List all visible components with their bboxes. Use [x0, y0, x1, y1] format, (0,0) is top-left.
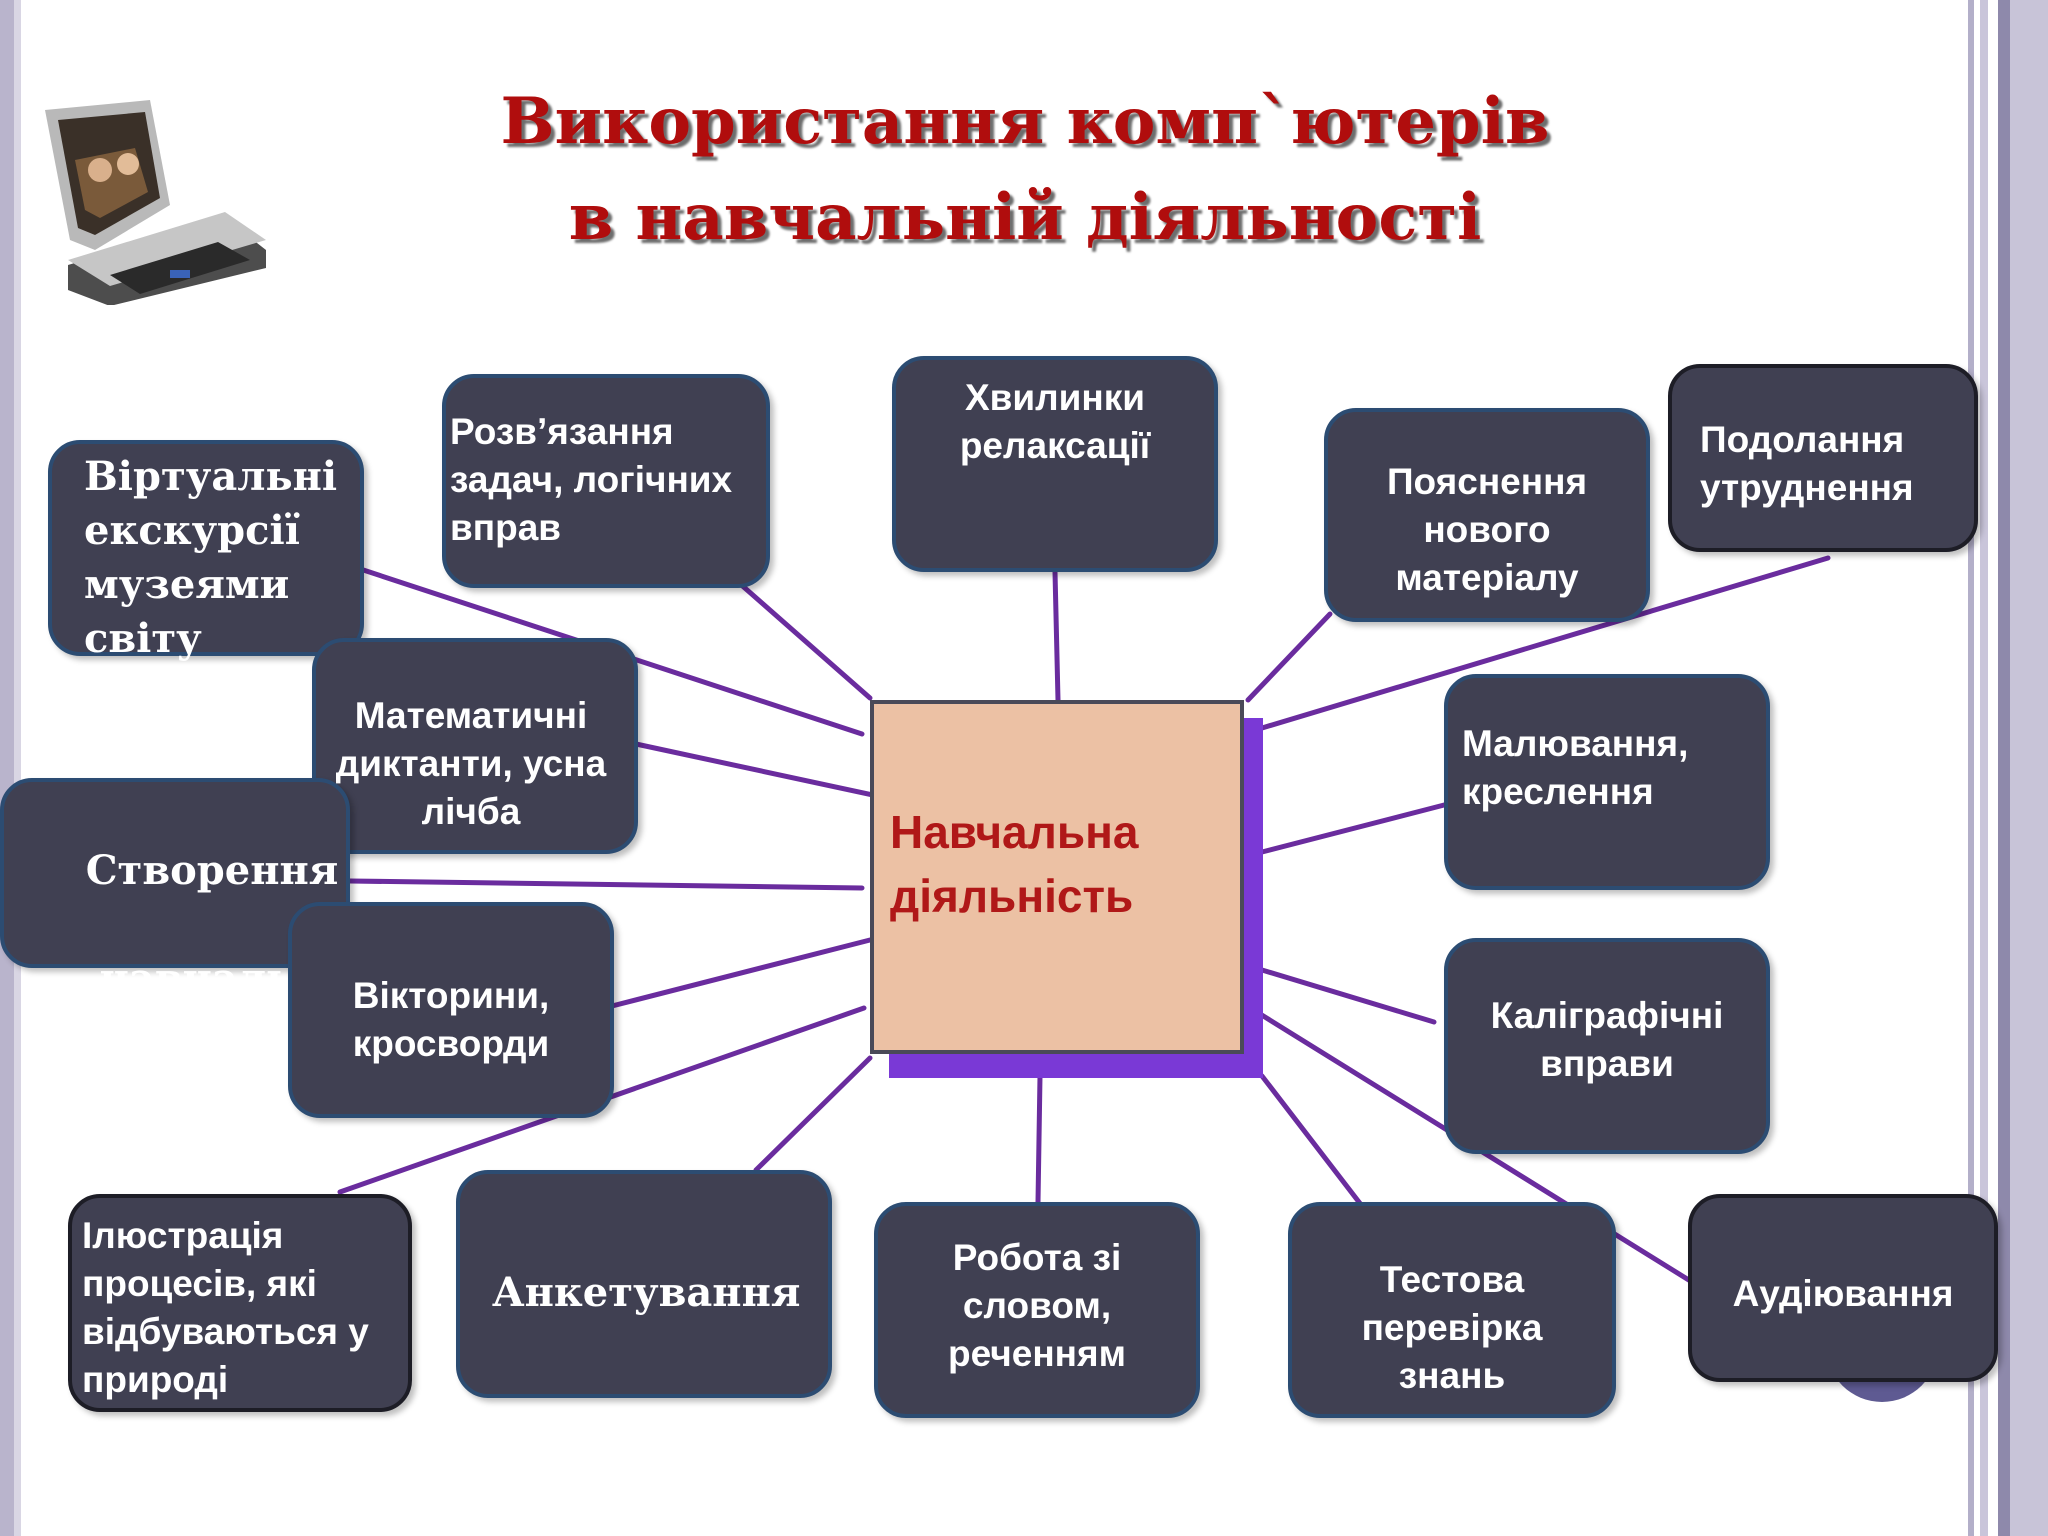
connector-overcoming: [1259, 555, 1831, 731]
node-text-line: Пояснення: [1386, 461, 1588, 502]
connector-testing: [1259, 1073, 1365, 1209]
connector-explanation: [1245, 611, 1333, 703]
node-word-work: Робота зі словом, реченням: [874, 1202, 1200, 1418]
node-text-line: вправ: [450, 507, 562, 548]
node-text-line: Тестова: [1379, 1259, 1525, 1300]
node-text-line: релаксації: [959, 425, 1151, 466]
node-problem-solving-text: Розв’язання задач, логічних вправ: [450, 408, 732, 552]
node-text-line: Створення: [85, 847, 339, 894]
node-text-line: процесів, які: [82, 1263, 317, 1304]
page-title: Використання комп`ютерів в навчальній ді…: [300, 74, 1750, 266]
laptop-icon: [40, 100, 275, 306]
node-drawing-text: Малювання, креслення: [1462, 720, 1688, 816]
node-text-line: реченням: [948, 1333, 1126, 1374]
node-text-line: Вікторини,: [352, 975, 550, 1016]
center-label: Навчальна діяльність: [890, 800, 1139, 928]
connector-relaxation: [1052, 569, 1061, 703]
node-text-line: перевірка: [1361, 1307, 1543, 1348]
node-overcoming: Подолання утруднення: [1668, 364, 1978, 552]
node-listening-text: Аудіювання: [1732, 1273, 1954, 1314]
node-text-line: утруднення: [1700, 467, 1914, 508]
node-text-line: музеями: [84, 561, 290, 608]
node-projects-text: Створення навчальних проектів: [30, 790, 376, 1168]
connector-projects: [347, 878, 865, 891]
node-relaxation-text: Хвилинки релаксації: [896, 374, 1214, 470]
connector-survey: [753, 1055, 873, 1173]
node-relaxation: Хвилинки релаксації: [892, 356, 1218, 572]
node-explanation-text: Пояснення нового матеріалу: [1328, 458, 1646, 602]
connector-word-work: [1035, 1073, 1043, 1205]
connector-drawing: [1259, 801, 1451, 855]
node-virtual-tours: Віртуальні екскурсії музеями світу: [48, 440, 364, 662]
node-text-line: світу: [84, 615, 202, 662]
node-text-line: Ілюстрація: [82, 1215, 284, 1256]
center-block: Навчальна діяльність: [870, 700, 1244, 1054]
left-decor-band-inner: [14, 0, 21, 1536]
node-calligraphy-text: Каліграфічні вправи: [1448, 992, 1766, 1088]
node-text-line: Робота зі: [952, 1237, 1122, 1278]
node-text-line: лічба: [421, 791, 521, 832]
node-testing: Тестова перевірка знань: [1288, 1202, 1616, 1418]
node-text-line: Віртуальні: [84, 453, 338, 500]
node-text-line: природі: [82, 1359, 229, 1400]
node-overcoming-text: Подолання утруднення: [1700, 416, 1914, 512]
node-illustration: Ілюстрація процесів, які відбуваються у …: [68, 1194, 412, 1412]
connector-problem-solving: [735, 579, 873, 701]
node-text-line: Хвилинки: [964, 377, 1146, 418]
node-listening: Аудіювання: [1688, 1194, 1998, 1382]
node-quizzes-text: Вікторини, кросворди: [292, 972, 610, 1068]
connector-math-dictation: [633, 741, 899, 803]
node-text-line: проектів: [85, 1063, 292, 1110]
node-math-dictation: Математичні диктанти, усна лічба: [312, 638, 638, 854]
center-label-line-1: Навчальна: [890, 806, 1139, 858]
node-text-line: вправи: [1540, 1043, 1674, 1084]
center-label-line-2: діяльність: [890, 870, 1134, 922]
node-text-line: знань: [1398, 1355, 1506, 1396]
node-word-work-text: Робота зі словом, реченням: [878, 1234, 1196, 1378]
connector-calligraphy: [1259, 967, 1437, 1025]
node-survey: Анкетування: [456, 1170, 832, 1398]
node-text-line: Малювання,: [1462, 723, 1689, 764]
title-line-1: Використання комп`ютерів: [500, 84, 1550, 159]
left-decor-band: [0, 0, 14, 1536]
node-text-line: словом,: [962, 1285, 1112, 1326]
node-problem-solving: Розв’язання задач, логічних вправ: [442, 374, 770, 588]
node-text-line: Подолання: [1700, 419, 1905, 460]
node-text-line: Математичні: [354, 695, 588, 736]
node-text-line: задач, логічних: [450, 459, 733, 500]
node-drawing: Малювання, креслення: [1444, 674, 1770, 890]
node-text-line: Розв’язання: [450, 411, 674, 452]
node-illustration-text: Ілюстрація процесів, які відбуваються у …: [82, 1212, 369, 1404]
node-text-line: відбуваються у: [82, 1311, 369, 1352]
connector-quizzes: [609, 937, 873, 1009]
node-math-dictation-text: Математичні диктанти, усна лічба: [308, 692, 634, 836]
node-survey-text: Анкетування: [492, 1269, 801, 1316]
node-testing-text: Тестова перевірка знань: [1292, 1256, 1612, 1400]
node-text-line: Каліграфічні: [1490, 995, 1724, 1036]
node-text-line: нового: [1423, 509, 1551, 550]
node-text-line: диктанти, усна: [335, 743, 607, 784]
node-text-line: екскурсії: [84, 507, 300, 554]
node-quizzes: Вікторини, кросворди: [288, 902, 614, 1118]
node-virtual-tours-text: Віртуальні екскурсії музеями світу: [84, 450, 337, 666]
node-text-line: креслення: [1462, 771, 1654, 812]
title-line-2: в навчальній діяльності: [568, 180, 1482, 255]
node-text-line: матеріалу: [1395, 557, 1579, 598]
node-text-line: кросворди: [352, 1023, 550, 1064]
node-explanation: Пояснення нового матеріалу: [1324, 408, 1650, 622]
node-calligraphy: Каліграфічні вправи: [1444, 938, 1770, 1154]
